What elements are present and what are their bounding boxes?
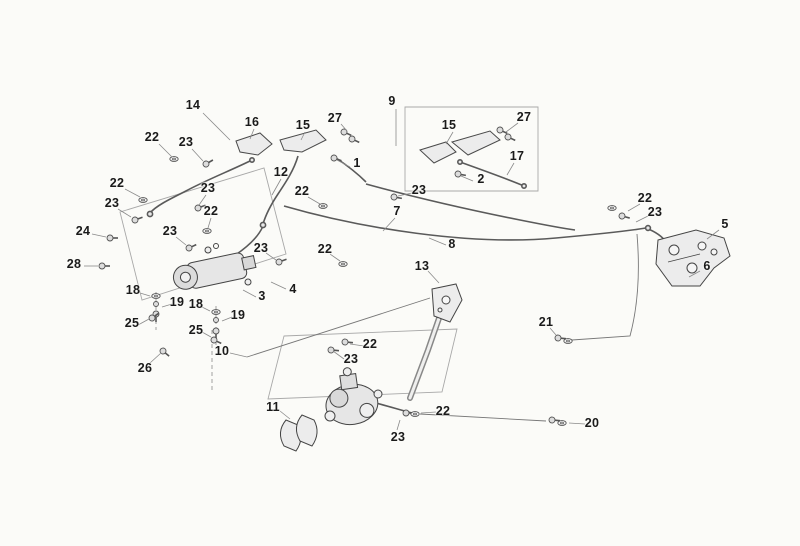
dashed-axes (155, 292, 217, 392)
front-lever-assembly (235, 127, 362, 165)
hose-bracket (431, 283, 463, 323)
rear-master-cylinder (324, 367, 383, 426)
small-fasteners (98, 156, 632, 426)
reference-boxes (119, 106, 539, 400)
brake-lines (146, 155, 667, 414)
brake-pads (280, 414, 318, 452)
right-caliper (655, 229, 731, 287)
connector-lines (246, 233, 639, 422)
rear-lever-assembly (419, 125, 518, 180)
leader-lines (84, 109, 720, 431)
fastener-stacks (151, 293, 221, 340)
front-master-cylinder (172, 243, 257, 290)
